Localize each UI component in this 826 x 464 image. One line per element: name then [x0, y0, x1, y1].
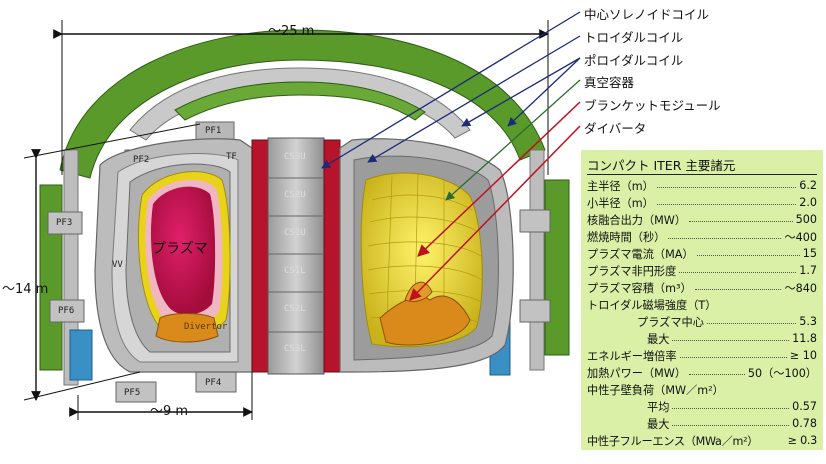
callout-toroidal-coil: トロイダルコイル — [584, 30, 684, 45]
vv-label: VV — [112, 260, 123, 270]
spec-value: 0.78 — [792, 417, 817, 430]
tf-label: TF — [226, 152, 237, 162]
spec-value: 11.8 — [792, 332, 817, 345]
left-vessel — [94, 138, 253, 373]
spec-value: 2.0 — [799, 196, 817, 209]
specs-title: コンパクト ITER 主要諸元 — [587, 158, 736, 173]
height-dimension-label: ～14 m — [2, 282, 49, 297]
spec-name: 核融合出力（MW） — [587, 213, 687, 227]
spec-name: プラズマ容積（m³） — [587, 281, 692, 295]
spec-name: 加熱パワー（MW） — [587, 366, 687, 380]
spec-name: 最大 — [647, 332, 670, 346]
spec-value: 5.3 — [799, 315, 817, 328]
plasma-label: プラズマ — [152, 241, 208, 257]
radius-dimension-label: ～9 m — [150, 404, 189, 419]
pf1-label: PF1 — [205, 126, 222, 136]
spec-name: プラズマ非円形度 — [587, 264, 677, 278]
spec-row: プラズマ容積（m³） ～840 — [587, 279, 817, 296]
central-solenoid — [251, 137, 341, 375]
spec-row: 加熱パワー（MW） 50（～100） — [587, 364, 817, 381]
spec-name: 中性子フルーエンス（MWa／m²） — [587, 434, 759, 448]
spec-row: 中性子壁負荷（MW／m²） — [587, 381, 817, 398]
spec-row: 小半径（m） 2.0 — [587, 194, 817, 211]
spec-row: 平均 0.57 — [647, 398, 817, 415]
spec-row: 燃焼時間（秒） ～400 — [587, 228, 817, 245]
spec-name: プラズマ中心 — [637, 315, 704, 329]
cs2u-label: CS2U — [284, 190, 306, 200]
cs2l-label: CS2L — [284, 304, 306, 314]
spec-row: 主半径（m） 6.2 — [587, 177, 817, 194]
dimension-lines — [23, 20, 549, 420]
callout-poloidal-coil: ポロイダルコイル — [584, 53, 684, 68]
pf3-label: PF3 — [56, 218, 73, 228]
callout-divertor: ダイバータ — [584, 121, 647, 136]
spec-row: トロイダル磁場強度（T） — [587, 296, 817, 313]
spec-name: 小半径（m） — [587, 196, 654, 210]
spec-row: 最大 0.78 — [647, 415, 817, 432]
spec-name: エネルギー増倍率 — [587, 349, 677, 363]
spec-name: 中性子壁負荷（MW／m²） — [587, 383, 724, 397]
spec-value: 15 — [802, 247, 817, 260]
callout-central-solenoid: 中心ソレノイドコイル — [584, 7, 710, 22]
spec-row: エネルギー増倍率 ≥ 10 — [587, 347, 817, 364]
spec-row: プラズマ中心 5.3 — [637, 313, 817, 330]
spec-name: 主半径（m） — [587, 179, 654, 193]
cs1l-label: CS1L — [284, 266, 306, 276]
spec-value: ≥ 0.3 — [787, 434, 818, 447]
spec-name: プラズマ電流（MA） — [587, 247, 694, 261]
pf2-label: PF2 — [133, 155, 150, 165]
spec-name: 燃焼時間（秒） — [587, 230, 666, 244]
spec-name: 平均 — [647, 400, 670, 414]
spec-name: 最大 — [647, 417, 670, 431]
spec-row: プラズマ非円形度 1.7 — [587, 262, 817, 279]
spec-row: 中性子フルーエンス（MWa／m²） ≥ 0.3 — [587, 432, 817, 449]
divertor-label: Divertor — [184, 322, 228, 332]
width-dimension-label: ～25 m — [268, 24, 315, 39]
cs3u-label: CS3U — [284, 152, 306, 162]
specs-divider — [587, 174, 817, 175]
spec-value: 1.7 — [799, 264, 817, 277]
spec-value: 0.57 — [792, 400, 817, 413]
spec-row: 最大 11.8 — [647, 330, 817, 347]
cs1u-label: CS1U — [284, 228, 306, 238]
spec-value: ～840 — [784, 281, 817, 295]
right-vessel — [339, 138, 514, 373]
cs3l-label: CS3L — [284, 344, 306, 354]
pf5-label: PF5 — [124, 388, 141, 398]
callout-arrows — [321, 11, 581, 301]
spec-value: 6.2 — [799, 179, 817, 192]
spec-row: 核融合出力（MW） 500 — [587, 211, 817, 228]
spec-value: 50（～100） — [747, 366, 817, 380]
toroidal-coils — [39, 29, 570, 386]
spec-value: ～400 — [784, 230, 817, 244]
spec-row: プラズマ電流（MA） 15 — [587, 245, 817, 262]
callout-blanket-module: ブランケットモジュール — [584, 98, 721, 113]
spec-value: 500 — [795, 213, 817, 226]
spec-value: ≥ 10 — [789, 349, 817, 362]
callout-vacuum-vessel: 真空容器 — [584, 75, 635, 90]
spec-name: トロイダル磁場強度（T） — [587, 298, 717, 312]
specs-panel: コンパクト ITER 主要諸元 主半径（m） 6.2 小半径（m） 2.0 核融合出… — [581, 150, 823, 450]
pf4-label: PF4 — [205, 378, 222, 388]
pf6-label: PF6 — [58, 306, 75, 316]
